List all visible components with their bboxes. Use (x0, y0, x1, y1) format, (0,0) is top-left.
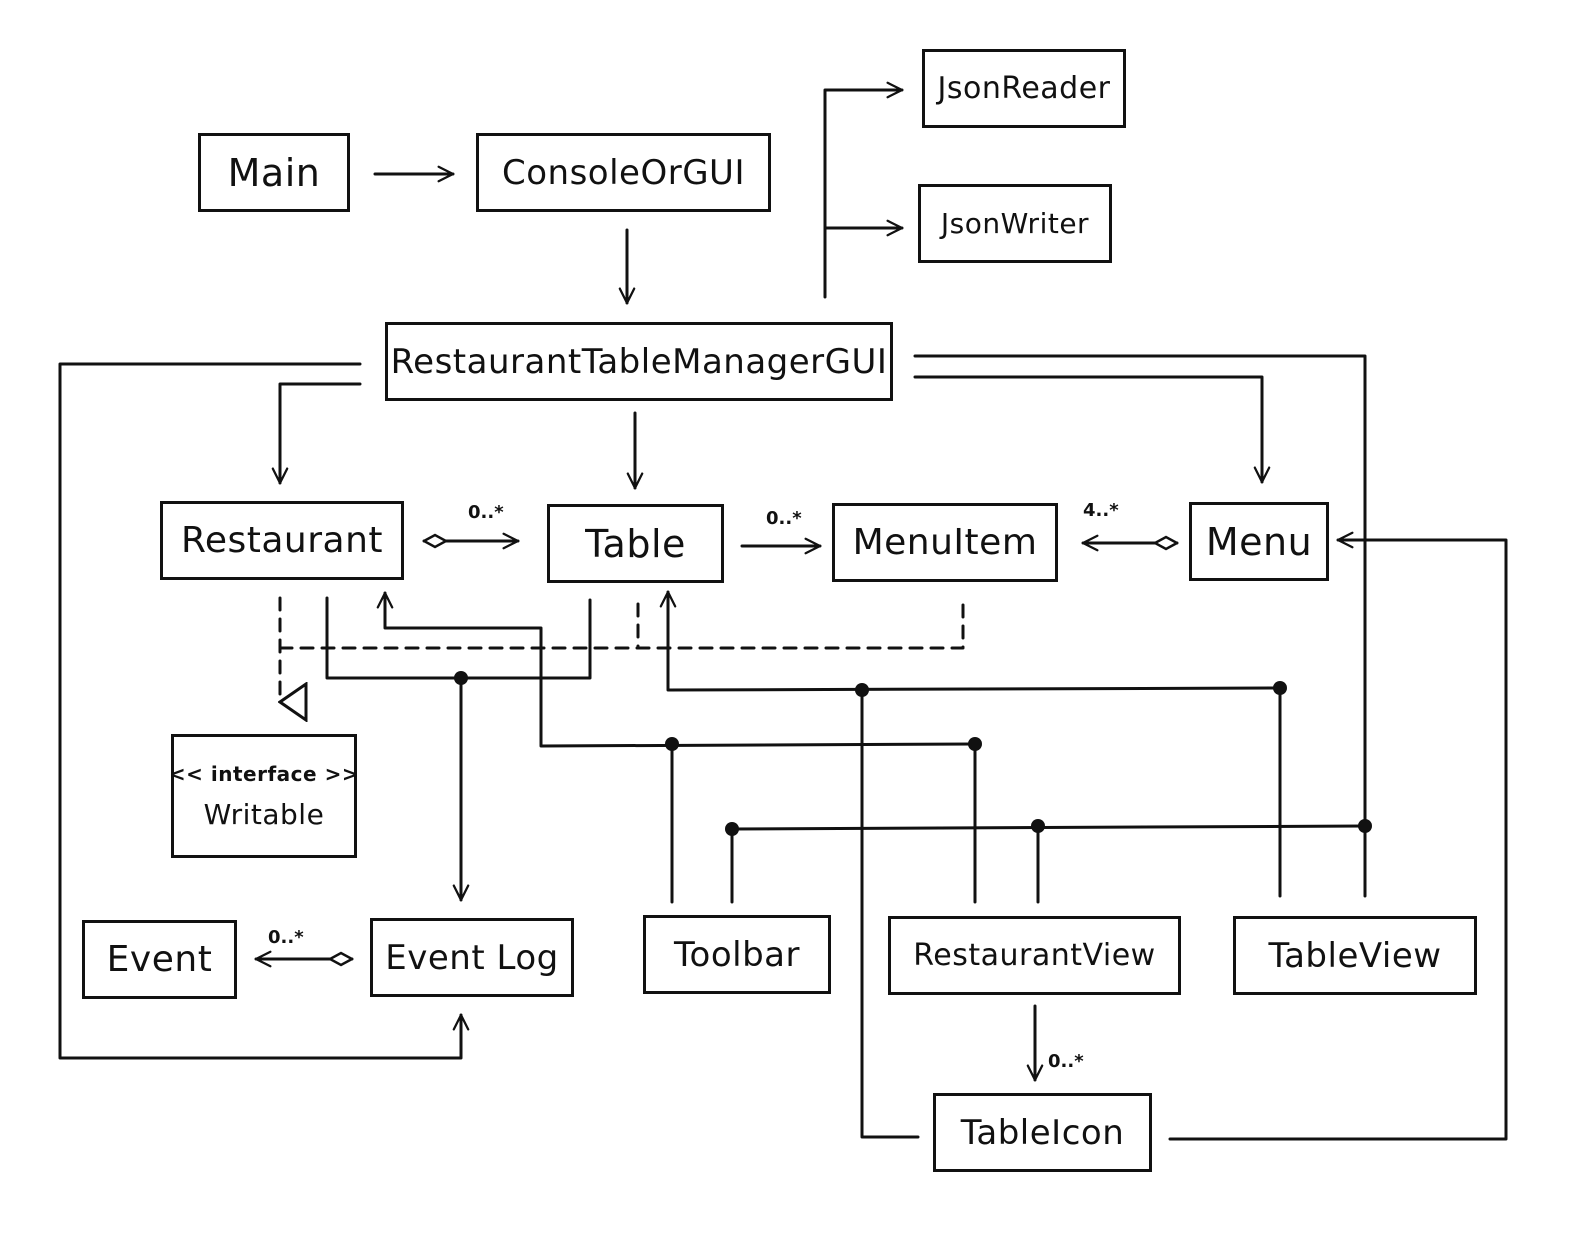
edge-tableicon-menu (1168, 531, 1508, 1141)
class-toolbar-label: Toolbar (674, 934, 800, 975)
junction-dot (968, 737, 982, 751)
class-console-or-gui: ConsoleOrGUI (476, 133, 771, 212)
edge-gui-eventlog (58, 362, 470, 1060)
edge-toolbar-bus (730, 824, 1367, 831)
edge-tableicon-up (860, 688, 920, 1139)
class-event: Event (82, 920, 237, 999)
multiplicity-table-menuitem: 0..* (766, 508, 802, 529)
class-console-or-gui-label: ConsoleOrGUI (502, 152, 745, 193)
class-json-reader-label: JsonReader (937, 71, 1111, 106)
class-json-reader: JsonReader (922, 49, 1126, 128)
class-json-writer: JsonWriter (918, 184, 1112, 263)
junction-dot (1031, 819, 1045, 833)
junction-dot (454, 671, 468, 685)
class-table-icon-label: TableIcon (960, 1112, 1125, 1153)
edge-writable-bus (278, 603, 965, 650)
class-restaurant-view-label: RestaurantView (913, 938, 1156, 973)
edge-gui-tableview (913, 354, 1367, 898)
class-menu: Menu (1189, 502, 1329, 581)
junction-dot (855, 683, 869, 697)
class-event-log: Event Log (370, 918, 574, 997)
class-json-writer-label: JsonWriter (940, 207, 1090, 240)
class-main-label: Main (227, 150, 321, 195)
edge-views-restaurant (376, 591, 977, 748)
class-menu-item-label: MenuItem (852, 522, 1038, 563)
class-restaurant: Restaurant (160, 501, 404, 580)
class-restaurant-label: Restaurant (180, 520, 384, 561)
multiplicity-eventlog-event: 0..* (268, 927, 304, 948)
edge-restaurant-eventlog (325, 596, 592, 680)
class-menu-item: MenuItem (832, 503, 1058, 582)
class-table-icon: TableIcon (933, 1093, 1152, 1172)
class-main: Main (198, 133, 350, 212)
interface-writable-label: Writable (203, 797, 325, 831)
interface-stereotype-label: << interface >> (168, 761, 360, 786)
interface-writable: << interface >> Writable (168, 734, 360, 858)
class-menu-label: Menu (1205, 519, 1313, 564)
class-event-log-label: Event Log (385, 937, 559, 978)
class-event-label: Event (106, 939, 213, 980)
edge-gui-menu (913, 375, 1271, 484)
class-toolbar: Toolbar (643, 915, 831, 994)
class-table-view: TableView (1233, 916, 1477, 995)
edge-gui-jsonreader (823, 81, 904, 299)
junction-dot (665, 737, 679, 751)
class-table: Table (547, 504, 724, 583)
junction-dot (1358, 819, 1372, 833)
junction-dot (725, 822, 739, 836)
multiplicity-menu-menuitem: 4..* (1083, 500, 1119, 521)
class-table-label: Table (585, 521, 686, 566)
class-table-view-label: TableView (1268, 935, 1442, 976)
edge-views-table (659, 590, 1282, 692)
junction-dot (1273, 681, 1287, 695)
edge-gui-restaurant (271, 382, 362, 485)
multiplicity-restaurant-table: 0..* (468, 502, 504, 523)
class-restaurant-table-manager-gui: RestaurantTableManagerGUI (385, 322, 893, 401)
multiplicity-restaurantview-tableicon: 0..* (1048, 1051, 1084, 1072)
class-restaurant-table-manager-gui-label: RestaurantTableManagerGUI (390, 341, 888, 382)
class-restaurant-view: RestaurantView (888, 916, 1181, 995)
